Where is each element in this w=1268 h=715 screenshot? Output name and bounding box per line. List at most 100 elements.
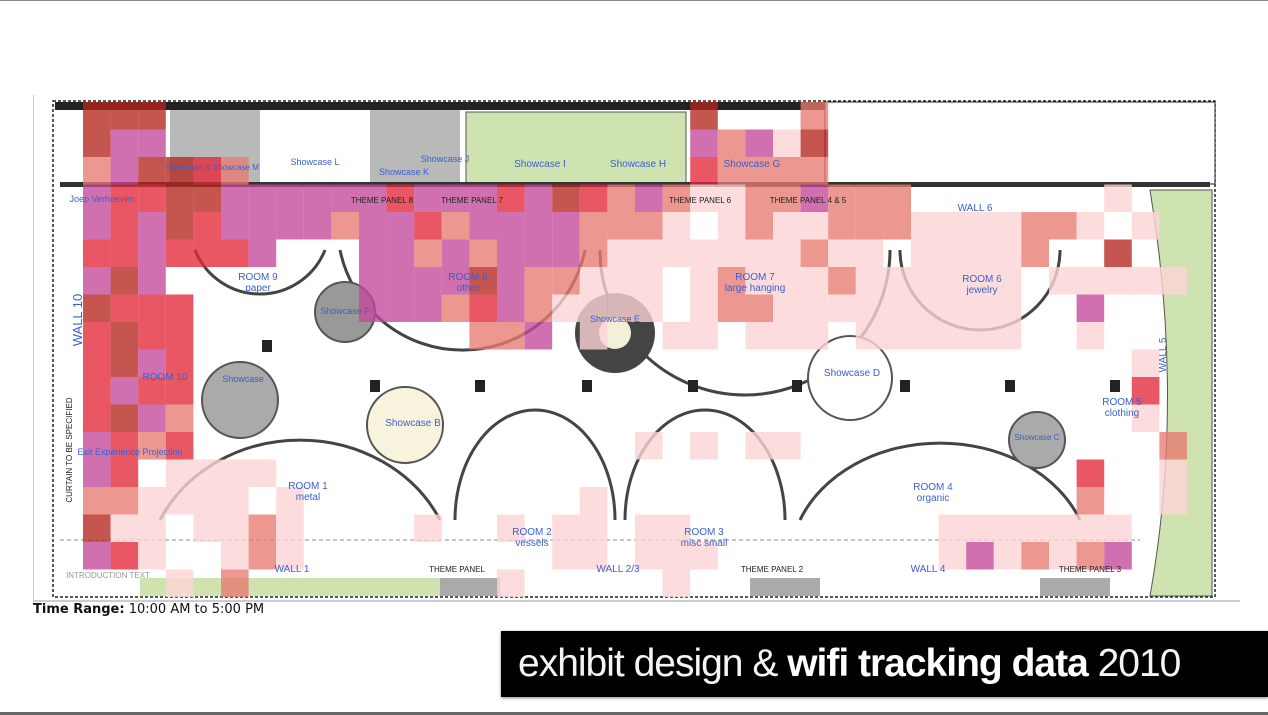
heatmap-cell <box>83 184 111 212</box>
heatmap-cell <box>110 542 139 570</box>
heatmap-cell <box>552 267 580 295</box>
heatmap-cell <box>1021 239 1049 267</box>
heatmap-cell <box>662 239 691 267</box>
heatmap-cell <box>524 322 553 350</box>
heatmap-cell <box>221 212 249 240</box>
heatmap-cell <box>110 267 139 295</box>
heatmap-cell <box>110 377 139 405</box>
label-exit-projection: Exit Experience Projection <box>77 447 182 457</box>
heatmap-cell <box>414 514 442 542</box>
heatmap-cells <box>83 102 1187 597</box>
heatmap-cell <box>800 184 829 212</box>
heatmap-cell <box>386 294 415 322</box>
heatmap-cell <box>359 294 387 322</box>
heatmap-cell <box>855 184 884 212</box>
heatmap-cell <box>359 239 387 267</box>
heatmap-cell <box>690 267 718 295</box>
heatmap-cell <box>635 212 663 240</box>
heatmap-cell <box>221 239 249 267</box>
heatmap-cell <box>248 542 277 570</box>
heatmap-cell <box>110 294 139 322</box>
heatmap-cell <box>138 404 166 432</box>
heatmap-cell <box>717 267 746 295</box>
label-showcase-a: Showcase <box>222 374 264 384</box>
label-room10: ROOM 10 <box>142 372 187 383</box>
heatmap-cell <box>1049 267 1077 295</box>
heatmap-cell <box>690 239 718 267</box>
label-showcase-j: Showcase J <box>421 154 470 164</box>
heatmap-cell <box>1076 294 1105 322</box>
heatmap-cell <box>83 404 111 432</box>
slide-top-rule <box>0 0 1268 1</box>
heatmap-cell <box>552 294 580 322</box>
heatmap-cell <box>83 349 111 377</box>
heatmap-cell <box>110 404 139 432</box>
floor-plan-frame <box>33 95 1240 602</box>
caption-bold: wifi tracking data <box>787 642 1089 685</box>
heatmap-cell <box>221 514 249 542</box>
heatmap-cell <box>193 487 221 515</box>
label-showcase-m: Showcase M <box>213 163 259 172</box>
heatmap-cell <box>303 184 332 212</box>
heatmap-cell <box>110 102 139 130</box>
heatmap-cell <box>1104 542 1132 570</box>
heatmap-cell <box>966 514 994 542</box>
heatmap-cell <box>800 294 829 322</box>
heatmap-cell <box>331 212 359 240</box>
heatmap-cell <box>83 212 111 240</box>
heatmap-cell <box>441 239 470 267</box>
heatmap-cell <box>248 212 277 240</box>
heatmap-cell <box>635 267 663 295</box>
heatmap-cell <box>165 239 194 267</box>
heatmap-cell <box>579 294 608 322</box>
heatmap-cell <box>165 432 194 460</box>
heatmap-cell <box>773 239 801 267</box>
heatmap-cell <box>579 212 608 240</box>
heatmap-cell <box>1049 514 1077 542</box>
heatmap-cell <box>607 212 635 240</box>
label-room7: ROOM 7 <box>735 272 775 283</box>
heatmap-cell <box>497 239 525 267</box>
label-showcase-i: Showcase I <box>514 159 566 170</box>
heatmap-cell <box>579 514 608 542</box>
heatmap-cell <box>1104 514 1132 542</box>
heatmap-cell <box>717 294 746 322</box>
label-room4-sub: organic <box>917 493 950 504</box>
heatmap-cell <box>276 487 304 515</box>
label-wall10: WALL 10 <box>70 294 85 347</box>
heatmap-cell <box>662 569 691 597</box>
heatmap-cell <box>579 184 608 212</box>
heatmap-cell <box>83 102 111 130</box>
heatmap-cell <box>497 569 525 597</box>
heatmap-cell <box>83 432 111 460</box>
heatmap-cell <box>110 432 139 460</box>
label-showcase-f: Showcase F <box>320 306 370 316</box>
heatmap-cell <box>662 514 691 542</box>
heatmap-cell <box>193 157 221 185</box>
heatmap-cell <box>165 569 194 597</box>
heatmap-cell <box>1131 377 1160 405</box>
heatmap-cell <box>414 267 442 295</box>
heatmap-cell <box>690 102 718 130</box>
heatmap-cell <box>662 184 691 212</box>
heatmap-cell <box>138 432 166 460</box>
heatmap-cell <box>745 267 773 295</box>
heatmap-cell <box>745 212 773 240</box>
heatmap-cell <box>138 322 166 350</box>
heatmap-cell <box>828 267 856 295</box>
label-showcase-n: Showcase N <box>166 163 211 172</box>
label-showcase-l: Showcase L <box>290 157 339 167</box>
heatmap-cell <box>138 102 166 130</box>
heatmap-cell <box>1159 267 1187 295</box>
heatmap-cell <box>993 267 1022 295</box>
heatmap-cell <box>441 184 470 212</box>
heatmap-cell <box>248 459 277 487</box>
label-room7-sub: large hanging <box>725 283 786 294</box>
heatmap-cell <box>414 239 442 267</box>
heatmap-cell <box>469 239 497 267</box>
heatmap-cell <box>165 404 194 432</box>
label-wall6: WALL 6 <box>958 203 993 214</box>
heatmap-cell <box>83 267 111 295</box>
heatmap-cell <box>911 212 939 240</box>
heatmap-cell <box>1049 212 1077 240</box>
